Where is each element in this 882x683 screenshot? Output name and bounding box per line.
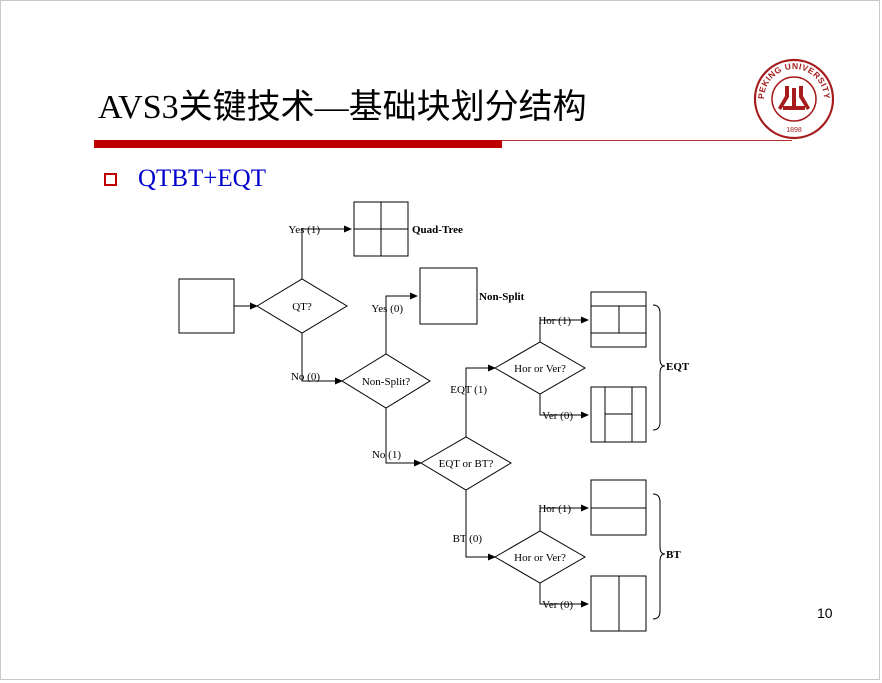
eqt-hor-label: Hor (1) bbox=[538, 315, 571, 327]
peking-university-logo: PEKING UNIVERSITY 1898 bbox=[753, 58, 835, 140]
bt-direction-decision bbox=[494, 530, 586, 584]
logo-emblem-icon bbox=[778, 86, 810, 110]
non-split-yes-label: Yes (0) bbox=[371, 303, 403, 315]
qt-decision bbox=[256, 278, 348, 334]
eqt-vertical-block bbox=[590, 386, 647, 443]
qt-yes-label: Yes (1) bbox=[288, 224, 320, 236]
eqt-direction-decision-label: Hor or Ver? bbox=[514, 363, 566, 375]
eqt-or-bt-decision-label: EQT or BT? bbox=[439, 458, 494, 470]
title-underline-thick bbox=[94, 140, 502, 148]
bt-result-label: BT bbox=[666, 549, 681, 561]
page-number: 10 bbox=[817, 605, 833, 621]
non-split-no-label: No (1) bbox=[372, 449, 401, 461]
qt-decision-label: QT? bbox=[292, 301, 312, 313]
eqt-result-label: EQT bbox=[666, 361, 690, 373]
eqt-horizontal-block bbox=[590, 291, 647, 348]
non-split-result-label: Non-Split bbox=[479, 291, 525, 303]
bullet-square-icon bbox=[104, 173, 117, 186]
non-split-block bbox=[419, 267, 478, 325]
bullet-text: QTBT+EQT bbox=[138, 165, 266, 192]
eqt-or-bt-decision bbox=[420, 436, 512, 491]
input-block bbox=[178, 278, 235, 334]
bt-ver-label: Ver (0) bbox=[542, 599, 573, 611]
qt-no-label: No (0) bbox=[291, 371, 320, 383]
quad-tree-label: Quad-Tree bbox=[412, 224, 463, 236]
bt-edge-label: BT (0) bbox=[453, 533, 483, 545]
bt-direction-decision-label: Hor or Ver? bbox=[514, 552, 566, 564]
bt-brace bbox=[652, 493, 666, 620]
non-split-decision-label: Non-Split? bbox=[362, 376, 410, 388]
logo-year: 1898 bbox=[786, 127, 802, 134]
bt-hor-label: Hor (1) bbox=[538, 503, 571, 515]
title-underline-thin bbox=[502, 140, 792, 141]
eqt-direction-decision bbox=[494, 341, 586, 395]
eqt-brace bbox=[652, 304, 666, 431]
non-split-decision bbox=[341, 353, 431, 409]
slide-title: AVS3关键技术—基础块划分结构 bbox=[98, 89, 587, 126]
eqt-ver-label: Ver (0) bbox=[542, 410, 573, 422]
eqt-edge-label: EQT (1) bbox=[450, 384, 487, 396]
